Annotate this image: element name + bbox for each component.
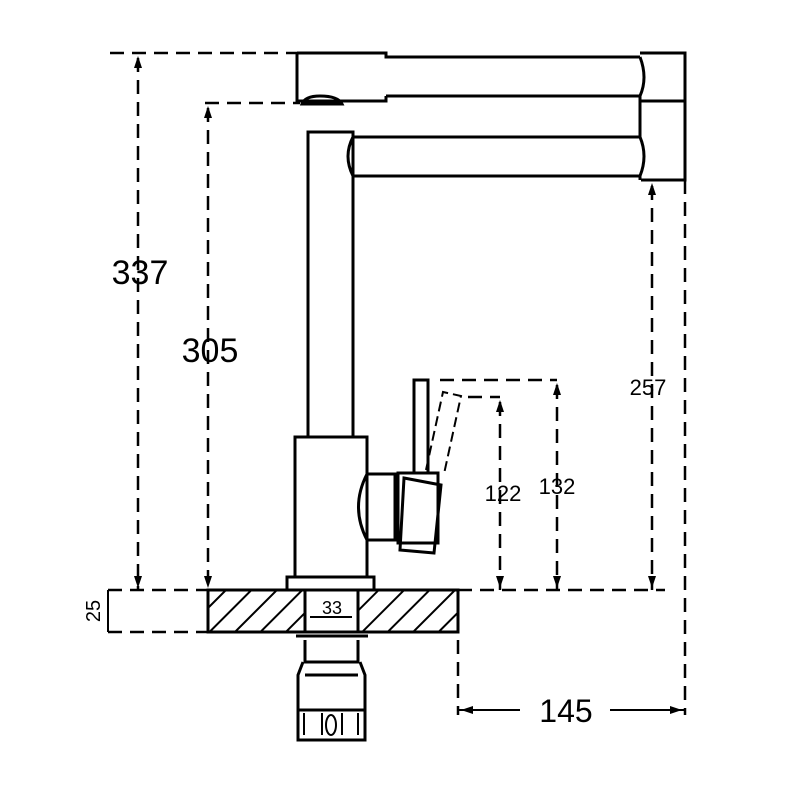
dim-label-337: 337 [112, 254, 169, 292]
nut-ribs [303, 713, 359, 735]
body [293, 435, 369, 579]
lower-tube [346, 135, 646, 180]
column [306, 130, 355, 437]
handle-base-tilted [398, 476, 443, 555]
dim-label-33: 33 [322, 598, 342, 618]
nut-slot [325, 714, 337, 736]
dim-label-132: 132 [539, 474, 576, 499]
aerator [299, 94, 345, 106]
handle-lever-rotated [425, 390, 463, 475]
countertop [206, 588, 460, 634]
dim-label-257: 257 [630, 375, 667, 400]
cartridge [357, 472, 397, 542]
dim-label-122: 122 [485, 481, 522, 506]
base-plate [285, 575, 376, 592]
counter-hatch-left [208, 590, 305, 632]
dim-label-25: 25 [83, 600, 105, 622]
upper-spout [295, 51, 640, 103]
dim-label-305: 305 [182, 332, 239, 370]
dim-label-145: 145 [539, 693, 592, 729]
counter-hatch-right [358, 590, 458, 632]
dimension-lines [107, 51, 687, 715]
elbow-block [638, 51, 687, 182]
handle-lever [412, 378, 430, 474]
faucet-outline [206, 51, 687, 742]
mounting-nut [296, 634, 368, 742]
